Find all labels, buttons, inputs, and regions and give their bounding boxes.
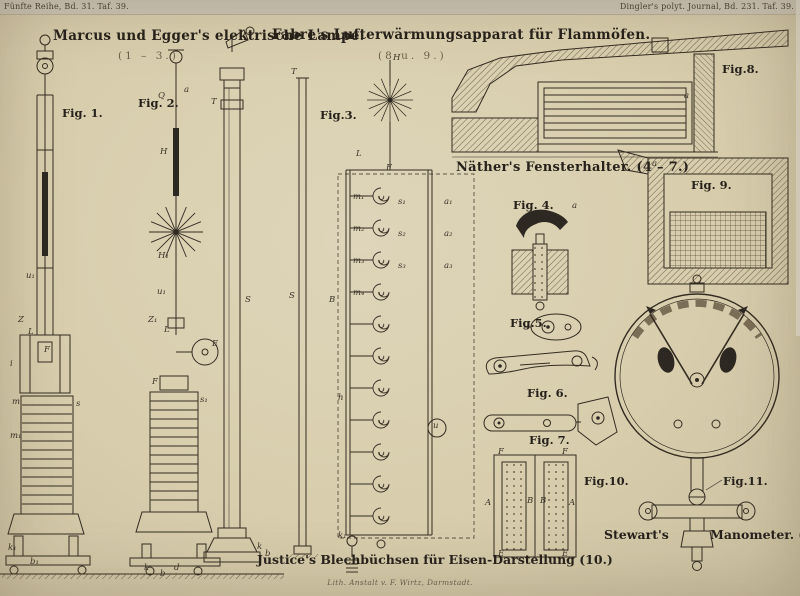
part-label: k₁ — [338, 531, 347, 541]
fig11-manometer-drawing — [614, 274, 780, 571]
part-label: L — [28, 327, 34, 337]
part-label: E — [562, 549, 569, 559]
part-label: a₁ — [444, 197, 453, 207]
caption-justice: Justice's Blechbüchsen für Eisen-Darstel… — [257, 552, 613, 567]
figure-label-fig2: Fig. 2. — [138, 96, 179, 110]
part-label: H — [393, 53, 401, 63]
fig7-bar-plate-drawing — [483, 396, 618, 446]
fig10-tin-box-drawing — [493, 454, 577, 558]
fig2-electric-lamp-drawing — [129, 26, 261, 576]
part-label: Z — [18, 315, 24, 325]
part-label: L — [356, 149, 362, 159]
part-label: E — [498, 549, 505, 559]
part-label: B — [329, 295, 336, 305]
figure-label-fig4: Fig. 4. — [513, 198, 554, 212]
part-label: u — [433, 421, 439, 431]
part-label: b₁ — [30, 557, 39, 567]
part-label: s₁ — [398, 197, 406, 207]
part-label: L — [164, 325, 170, 335]
part-label: B — [527, 496, 534, 506]
part-label: b — [265, 549, 271, 559]
part-label: T — [211, 97, 217, 107]
fig4-window-holder-drawing — [511, 209, 569, 311]
part-label: m — [12, 397, 21, 407]
part-label: h — [338, 393, 344, 403]
part-label: S — [289, 291, 295, 301]
part-label: a — [684, 91, 690, 101]
part-label: Z₁ — [148, 315, 158, 325]
title-naether-fensterhalter: Näther's Fensterhalter. (4 – 7.) — [456, 160, 690, 175]
part-label: a — [572, 201, 578, 211]
fig9-furnace-grate-drawing — [617, 149, 789, 285]
part-label: m₃ — [353, 256, 365, 266]
figure-label-fig9: Fig. 9. — [691, 178, 732, 192]
part-label: F — [386, 163, 392, 173]
figure-label-fig3: Fig.3. — [320, 108, 357, 122]
figure-label-fig10: Fig.10. — [584, 474, 629, 488]
figure-label-fig5: Fig.5. — [510, 316, 547, 330]
figure-label-fig1: Fig. 1. — [62, 106, 103, 120]
header-left-text: Fünfte Reihe, Bd. 31. Taf. 39. — [4, 2, 129, 11]
part-label: F — [562, 447, 568, 457]
part-label: Q — [158, 91, 165, 101]
part-label: k₁ — [8, 543, 17, 553]
subtitle-marcus-figs: (1 – 3.) — [118, 50, 179, 62]
figure-label-fig6: Fig. 6. — [527, 386, 568, 400]
part-label: s₁ — [200, 395, 208, 405]
part-label: F — [152, 377, 158, 387]
fig1-electric-lamp-drawing — [5, 34, 91, 575]
part-label: F — [498, 447, 504, 457]
lithographer-credit: Lith. Anstalt v. F. Wirtz, Darmstadt. — [327, 578, 473, 587]
part-label: S — [245, 295, 251, 305]
part-label: a — [652, 159, 658, 169]
part-label: m₁ — [353, 192, 365, 202]
header-right-text: Dingler's polyt. Journal, Bd. 231. Taf. … — [619, 2, 794, 11]
part-label: a₃ — [444, 261, 453, 271]
part-label: u₁ — [26, 271, 35, 281]
part-label: A — [569, 498, 576, 508]
ground-hatching — [0, 554, 320, 579]
caption-manometer: Manometer. (11.) — [710, 527, 800, 542]
part-label: E — [212, 339, 219, 349]
part-label: F — [44, 345, 50, 355]
scan-edge-artifact — [796, 0, 800, 336]
part-label: a₂ — [444, 229, 453, 239]
fig3-coil-ladder-drawing — [293, 60, 475, 573]
part-label: m₂ — [353, 224, 365, 234]
part-label: A — [485, 498, 492, 508]
fig8-furnace-section-drawing — [451, 29, 789, 158]
part-label: u₁ — [157, 287, 166, 297]
subtitle-fabre-figs: (8 u. 9.) — [378, 50, 447, 62]
part-label: s — [76, 399, 81, 409]
part-label: T — [291, 67, 297, 77]
figure-label-fig8: Fig.8. — [722, 62, 759, 76]
part-label: m₁ — [10, 431, 22, 441]
title-marcus-lampe: Marcus und Egger's elektrische Lampe. — [53, 28, 365, 44]
part-label: m₄ — [353, 288, 365, 298]
caption-stewart: Stewart's — [604, 527, 669, 542]
figure-label-fig7: Fig. 7. — [529, 433, 570, 447]
fig6-latch-drawing — [485, 350, 598, 375]
fig5-detail-drawing — [524, 313, 582, 341]
part-label: i — [10, 359, 13, 369]
figure-label-fig11: Fig.11. — [723, 474, 768, 488]
part-label: a — [184, 85, 190, 95]
part-label: H — [160, 147, 168, 157]
part-label: k — [144, 563, 150, 573]
part-label: H₁ — [158, 251, 169, 261]
page-header: Fünfte Reihe, Bd. 31. Taf. 39. Dingler's… — [0, 0, 800, 15]
title-fabre-apparat: Fabre's Lufterwärmungsapparat für Flammö… — [272, 27, 651, 43]
part-label: B — [540, 496, 547, 506]
part-label: d — [174, 563, 180, 573]
part-label: b — [160, 569, 166, 579]
part-label: k — [257, 542, 263, 552]
part-label: s₂ — [398, 229, 406, 239]
part-label: s₃ — [398, 261, 406, 271]
